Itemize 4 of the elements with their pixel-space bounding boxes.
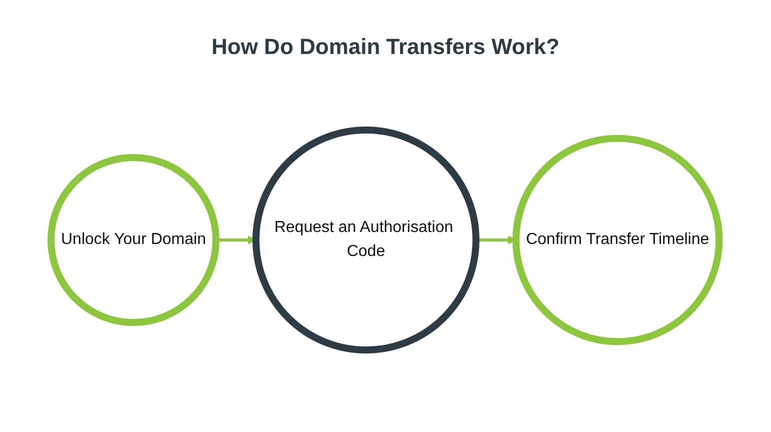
- node-circle: Confirm Transfer Timeline: [512, 134, 724, 346]
- diagram-title: How Do Domain Transfers Work?: [210, 34, 560, 60]
- node-circle: Unlock Your Domain: [48, 154, 220, 326]
- node-circle: Request an Authorisation Code: [252, 126, 480, 354]
